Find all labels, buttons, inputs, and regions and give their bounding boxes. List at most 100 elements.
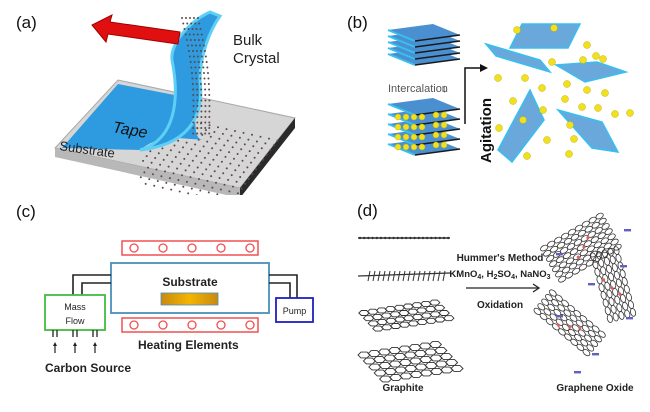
lattice-atom: [245, 154, 248, 157]
lattice-atom: [209, 135, 212, 138]
oxygen-group: [556, 323, 561, 327]
functional-group-tag: [556, 253, 563, 256]
lattice-bond: [422, 270, 426, 282]
lattice-atom: [233, 157, 235, 160]
lattice-atom: [204, 105, 207, 107]
exfoliated-flake: [553, 61, 629, 83]
lattice-atom: [206, 66, 209, 69]
lattice-atom: [192, 121, 195, 124]
oxygen-group: [610, 286, 614, 290]
functional-group-tag: [626, 317, 633, 320]
go-cell: [595, 212, 604, 220]
lattice-atom: [185, 180, 188, 183]
lattice-atom: [211, 147, 214, 150]
lattice-atom: [194, 143, 197, 146]
intercalation-arrow-icon: ↓: [442, 83, 448, 95]
lattice-atom: [210, 175, 213, 178]
panel-label-a: (a): [16, 13, 37, 32]
hexagon-cell: [389, 323, 402, 329]
hexagon-cell: [434, 316, 446, 323]
layer-sheet-edge-dark: [414, 46, 461, 54]
go-cell: [610, 305, 617, 314]
lattice-atom: [239, 176, 242, 178]
oxygen-group: [618, 292, 622, 296]
intercalant-ball: [523, 152, 531, 160]
lattice-atom: [227, 178, 230, 181]
go-cell: [607, 233, 616, 241]
intercalant-ball: [394, 133, 402, 141]
lattice-atom: [192, 88, 195, 91]
lattice-atom: [143, 171, 146, 174]
layer-sheet-edge: [387, 103, 416, 116]
oxygen-group: [602, 278, 606, 282]
lattice-atom: [189, 17, 191, 19]
lattice-atom: [447, 236, 450, 240]
lattice-atom: [235, 180, 238, 183]
lattice-atom: [216, 154, 218, 156]
panel-d-graphene-oxide: (d) Hummer's Method KMnO4, H2SO4, NaNO3 …: [330, 195, 650, 407]
go-cell: [625, 292, 632, 302]
go-cell: [555, 294, 563, 302]
hexagon-cell: [433, 304, 446, 311]
intercalant-ball: [440, 111, 448, 119]
lattice-atom: [156, 180, 159, 182]
layer-sheet-edge: [387, 133, 416, 146]
lattice-atom: [264, 142, 267, 145]
lattice-atom: [170, 188, 173, 191]
lattice-atom: [204, 55, 207, 58]
intercalant-ball: [440, 141, 448, 149]
go-cell: [557, 304, 566, 312]
lattice-atom: [206, 72, 209, 74]
go-cell: [609, 255, 616, 265]
go-cell: [579, 315, 588, 323]
layer-sheet-edge: [387, 53, 416, 66]
lattice-atom: [172, 172, 175, 175]
lattice-atom: [192, 33, 195, 36]
go-cell: [588, 329, 596, 338]
go-cell: [567, 304, 576, 313]
graphene-oxide-sheet: [590, 246, 637, 323]
lattice-atom: [185, 17, 187, 19]
intercalant-ball: [519, 116, 527, 124]
lattice-atom: [208, 105, 211, 107]
lattice-atom: [189, 61, 192, 63]
lattice-bond: [437, 270, 441, 282]
functional-group-tag: [592, 353, 599, 356]
reagents-label: KMnO4, H2SO4, NaNO3: [449, 269, 550, 281]
lattice-atom: [187, 28, 190, 30]
lattice-atom: [196, 127, 199, 129]
cvd-diagram: Substrate Mass Flow Pump Heating Element…: [44, 240, 314, 375]
intercalant-ball: [566, 121, 574, 129]
lattice-atom: [208, 163, 211, 166]
lattice-atom: [186, 44, 189, 47]
flow-label: Flow: [65, 316, 85, 326]
lattice-atom: [413, 236, 416, 240]
go-cell: [548, 289, 557, 297]
lattice-atom: [145, 155, 148, 158]
lattice-atom: [190, 22, 193, 25]
lattice-atom: [200, 110, 203, 113]
lattice-atom: [196, 110, 199, 113]
lattice-atom: [193, 39, 196, 41]
lattice-atom: [186, 153, 189, 156]
layer-sheet-edge: [387, 35, 416, 48]
hexagon-cell: [450, 365, 464, 372]
functional-group-tag: [620, 265, 627, 268]
go-cell: [614, 295, 621, 305]
lattice-atom: [208, 127, 211, 129]
lattice-atom: [396, 236, 399, 240]
lattice-atom: [224, 155, 227, 158]
go-cell: [627, 300, 634, 309]
intercalant-ball: [440, 131, 448, 139]
lattice-atom: [144, 182, 147, 185]
lattice-atom: [230, 174, 233, 177]
lattice-atom: [192, 116, 195, 118]
lattice-atom: [164, 170, 166, 173]
lattice-atom: [204, 129, 207, 132]
heater-bottom: [121, 317, 259, 333]
intercalant-ball: [418, 123, 426, 131]
go-cell: [580, 339, 589, 347]
lattice-atom: [248, 150, 251, 153]
lattice-atom: [242, 131, 245, 134]
go-cell: [547, 303, 556, 311]
